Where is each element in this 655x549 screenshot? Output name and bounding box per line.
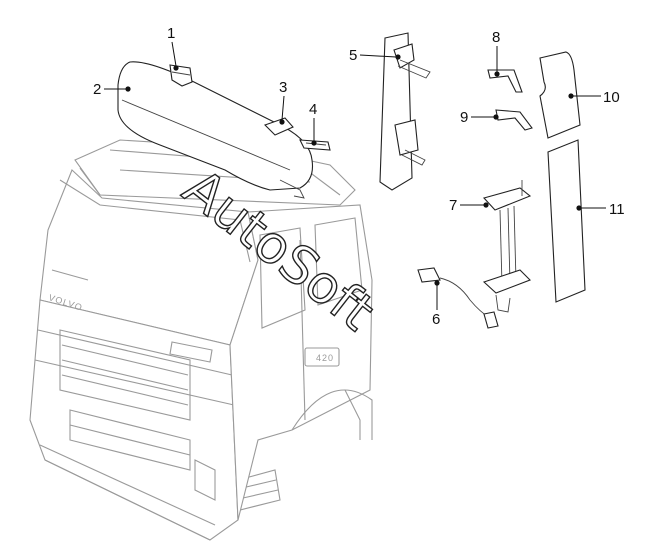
bracket-9-part xyxy=(495,109,533,131)
air-deflector-bracket-5-part xyxy=(379,32,431,191)
callout-11: 11 xyxy=(576,201,625,218)
callout-3: 3 xyxy=(279,79,287,125)
side-deflector-11-part xyxy=(547,139,586,303)
callout-7: 7 xyxy=(449,197,489,214)
callout-9: 9 xyxy=(460,109,499,126)
callout-5-number: 5 xyxy=(349,47,357,64)
callout-10: 10 xyxy=(568,89,620,106)
callout-2-number: 2 xyxy=(93,81,101,98)
sun-visor-part xyxy=(117,61,314,199)
callout-9-number: 9 xyxy=(460,109,468,126)
truck-cab: 420 VOLVO xyxy=(29,139,373,541)
callout-2: 2 xyxy=(93,81,131,98)
bracket-assembly-7-part xyxy=(482,180,532,313)
callout-11-number: 11 xyxy=(609,201,625,218)
callout-8: 8 xyxy=(492,29,500,77)
callout-4-number: 4 xyxy=(309,101,317,118)
callout-5: 5 xyxy=(349,47,401,64)
bracket-8-part xyxy=(487,69,523,93)
cable-6-part xyxy=(417,267,499,329)
callout-1-number: 1 xyxy=(167,25,175,42)
callout-1: 1 xyxy=(167,25,179,71)
callout-3-number: 3 xyxy=(279,79,287,96)
side-deflector-10-part xyxy=(539,51,581,139)
callout-10-number: 10 xyxy=(603,89,620,106)
bracket-3-part xyxy=(263,117,294,136)
callout-4: 4 xyxy=(309,101,317,146)
callout-6-number: 6 xyxy=(432,311,440,328)
callout-8-number: 8 xyxy=(492,29,500,46)
callout-6: 6 xyxy=(432,280,440,328)
callout-7-number: 7 xyxy=(449,197,457,214)
model-badge-text: 420 xyxy=(316,353,334,363)
